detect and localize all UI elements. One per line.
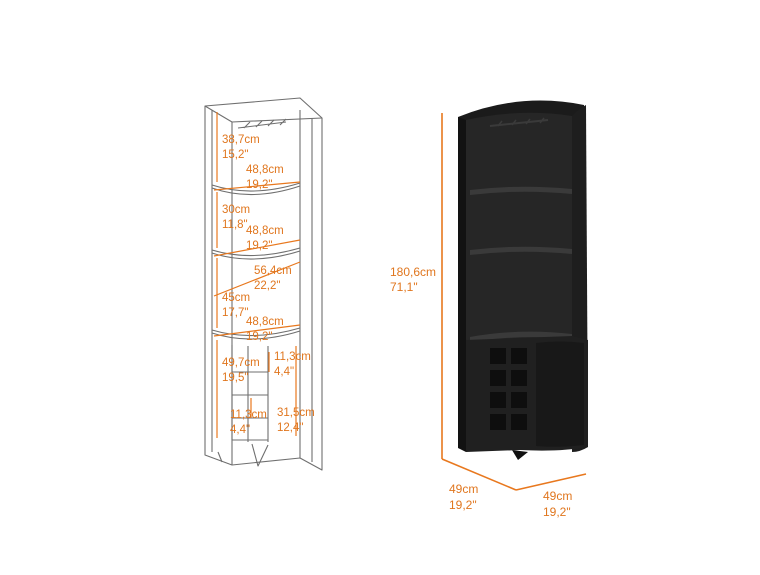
dim-height-imperial: 71,1" xyxy=(390,280,418,294)
dim-depth-left-imperial: 19,2" xyxy=(449,498,477,512)
dim-diagonal-imperial: 22,2" xyxy=(254,280,280,292)
dim-shelf-3-imperial: 19,2" xyxy=(246,331,272,343)
dim-shelf-1-metric: 48,8cm xyxy=(246,164,284,176)
dim-upper-opening-imperial: 11,8" xyxy=(222,219,248,231)
dim-shelf-3-metric: 48,8cm xyxy=(246,316,284,328)
dim-cubby-lower-imperial: 4,4" xyxy=(230,424,250,436)
line-drawing xyxy=(204,97,323,471)
drawing-dimension-lines xyxy=(213,112,301,438)
dim-side-cabinet-metric: 31,5cm xyxy=(277,407,315,419)
dim-depth-left-metric: 49cm xyxy=(449,482,478,496)
drawing-dimension-labels: 38,7cm 15,2" 48,8cm 19,2" 30cm 11,8" 48,… xyxy=(222,134,315,436)
dim-middle-opening-imperial: 17,7" xyxy=(222,307,248,319)
dim-shelf-2-imperial: 19,2" xyxy=(246,240,272,252)
dim-height-metric: 180,6cm xyxy=(390,265,436,279)
dim-cubby-lower-metric: 11,3cm xyxy=(230,409,267,421)
dim-shelf-2-metric: 48,8cm xyxy=(246,225,284,237)
product-dimension-labels: 180,6cm 71,1" 49cm 19,2" 49cm 19,2" xyxy=(390,265,572,519)
dim-depth-right-imperial: 19,2" xyxy=(543,505,571,519)
dim-shelf-1-imperial: 19,2" xyxy=(246,179,272,191)
dim-side-cabinet-imperial: 12,4" xyxy=(277,422,303,434)
dim-top-opening-metric: 38,7cm xyxy=(222,134,260,146)
dim-depth-right-metric: 49cm xyxy=(543,489,572,503)
product-render xyxy=(458,100,588,460)
dim-top-opening-imperial: 15,2" xyxy=(222,149,248,161)
dim-bottom-height-metric: 49,7cm xyxy=(222,357,260,369)
dim-middle-opening-metric: 45cm xyxy=(222,292,250,304)
dim-bottom-height-imperial: 19,5" xyxy=(222,372,248,384)
product-dimension-lines xyxy=(441,113,587,491)
dim-upper-opening-metric: 30cm xyxy=(222,204,250,216)
dim-cubby-height-imperial: 4,4" xyxy=(274,366,294,378)
dim-cubby-height-metric: 11,3cm xyxy=(274,351,311,363)
dim-diagonal-metric: 56,4cm xyxy=(254,265,292,277)
